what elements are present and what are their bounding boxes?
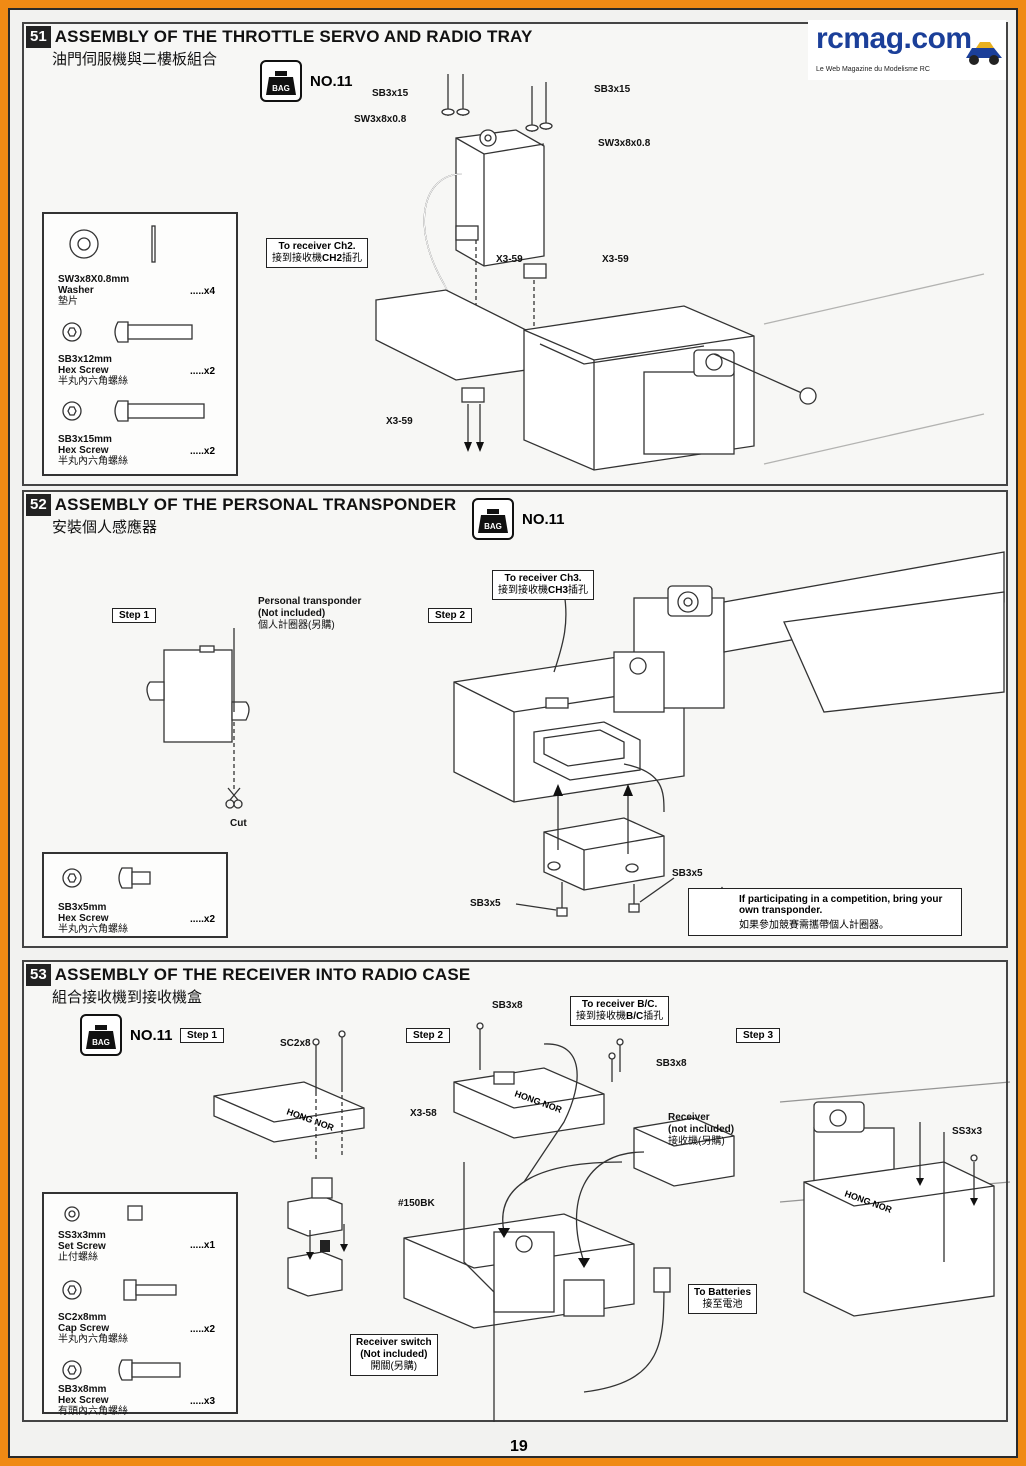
step-number: 51 <box>26 26 51 48</box>
label-sb3x8: SB3x8 <box>492 1000 523 1011</box>
label-x3-58: X3-58 <box>410 1108 437 1119</box>
bag-number: NO.11 <box>310 72 353 90</box>
step-title-zh: 組合接收機到接收機盒 <box>52 989 203 1006</box>
step-number: 52 <box>26 494 51 516</box>
rc-car-icon <box>966 42 1002 65</box>
part-qty: .....x2 <box>190 1324 216 1335</box>
label-150bk: #150BK <box>398 1198 435 1209</box>
label-x3-59: X3-59 <box>496 254 523 265</box>
step-title-zh: 油門伺服機與二樓板組合 <box>52 51 218 68</box>
part-qty: .....x4 <box>190 286 216 297</box>
bag-icon: BAG <box>260 60 302 102</box>
receiver-label: Receiver (not included) 接收機(另購) <box>668 1112 735 1147</box>
bag-number: NO.11 <box>130 1026 173 1044</box>
step-52-panel: 52 ASSEMBLY OF THE PERSONAL TRANSPONDER … <box>22 490 1008 948</box>
logo-tagline: Le Web Magazine du Modelisme RC <box>816 66 930 73</box>
parts-illustration <box>62 867 151 889</box>
bag-indicator: BAG NO.11 <box>260 60 353 102</box>
manual-page: 51 ASSEMBLY OF THE THROTTLE SERVO AND RA… <box>8 8 1018 1458</box>
part-qty: .....x2 <box>190 914 216 925</box>
step-53-panel: 53 ASSEMBLY OF THE RECEIVER INTO RADIO C… <box>22 960 1011 1422</box>
competition-warning: If participating in a competition, bring… <box>688 888 962 936</box>
bag-icon-text: BAG <box>272 84 290 93</box>
label-sb3x5: SB3x5 <box>470 898 501 909</box>
bag-icon-text: BAG <box>92 1038 110 1047</box>
step-number: 53 <box>26 964 51 986</box>
bag-icon-text: BAG <box>484 522 502 531</box>
receiver-bc-callout: To receiver B/C. 接到接收機B/C插孔 <box>570 996 670 1026</box>
part-qty: .....x2 <box>190 446 216 457</box>
label-sb3x8: SB3x8 <box>656 1058 687 1069</box>
step-51-panel: 51 ASSEMBLY OF THE THROTTLE SERVO AND RA… <box>22 22 1008 486</box>
bag-indicator: BAG NO.11 <box>472 498 565 540</box>
parts-illustration <box>62 1205 181 1381</box>
step-53-title: 53 ASSEMBLY OF THE RECEIVER INTO RADIO C… <box>26 964 470 986</box>
step-1-label: Step 1 <box>112 608 157 623</box>
batteries-callout: To Batteries 接至電池 <box>688 1284 758 1314</box>
label-x3-59: X3-59 <box>602 254 629 265</box>
rcmag-logo[interactable]: rcmag.com Le Web Magazine du Modelisme R… <box>808 20 1006 80</box>
step-1-label: Step 1 <box>180 1028 225 1043</box>
step-52-title: 52 ASSEMBLY OF THE PERSONAL TRANSPONDER <box>26 494 456 516</box>
step-2-label: Step 2 <box>406 1028 451 1043</box>
step-title-en: ASSEMBLY OF THE PERSONAL TRANSPONDER <box>54 495 457 514</box>
bag-icon: BAG <box>80 1014 122 1056</box>
step-2-label: Step 2 <box>428 608 473 623</box>
bag-number: NO.11 <box>522 510 565 528</box>
part-qty: .....x1 <box>190 1240 216 1251</box>
step-53-assembly-drawing: HONG NOR HONG NOR <box>213 1022 1011 1422</box>
step-title-zh: 安裝個人感應器 <box>52 519 158 536</box>
step-3-label: Step 3 <box>736 1028 781 1043</box>
part-qty: .....x3 <box>190 1396 216 1407</box>
step-title-en: ASSEMBLY OF THE THROTTLE SERVO AND RADIO… <box>54 27 533 46</box>
parts-illustration <box>62 225 205 422</box>
step-52-assembly-drawing <box>146 551 1005 917</box>
step-title-en: ASSEMBLY OF THE RECEIVER INTO RADIO CASE <box>54 965 471 984</box>
receiver-ch2-callout: To receiver Ch2. 接到接收機CH2插孔 <box>266 238 369 268</box>
label-sb3x15: SB3x15 <box>594 84 631 95</box>
label-sb3x5: SB3x5 <box>672 868 703 879</box>
label-sb3x15: SB3x15 <box>372 88 409 99</box>
step-51-title: 51 ASSEMBLY OF THE THROTTLE SERVO AND RA… <box>26 26 533 48</box>
label-x3-59: X3-59 <box>386 416 413 427</box>
transponder-label: Personal transponder (Not included) 個人計圈… <box>258 596 362 631</box>
step-51-assembly-drawing <box>375 74 985 471</box>
part-qty: .....x2 <box>190 366 216 377</box>
cut-label: Cut <box>230 818 247 829</box>
label-sw3x8: SW3x8x0.8 <box>354 114 407 125</box>
bag-indicator: BAG NO.11 <box>80 1014 173 1056</box>
label-sw3x8: SW3x8x0.8 <box>598 138 651 149</box>
page-number: 19 <box>510 1438 528 1455</box>
bag-icon: BAG <box>472 498 514 540</box>
logo-text: rcmag.com <box>816 22 972 55</box>
label-ss3x3: SS3x3 <box>952 1126 983 1137</box>
receiver-switch-callout: Receiver switch (Not included) 開關(另購) <box>350 1334 438 1376</box>
receiver-ch3-callout: To receiver Ch3. 接到接收機CH3插孔 <box>492 570 595 600</box>
label-sc2x8: SC2x8 <box>280 1038 311 1049</box>
